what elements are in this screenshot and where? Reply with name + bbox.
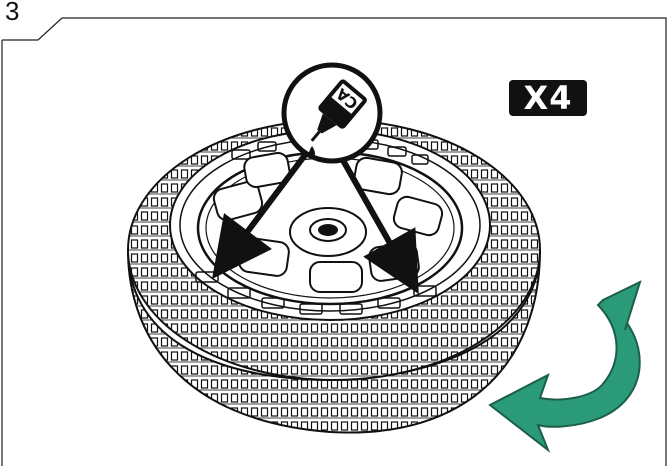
quantity-badge: X4: [509, 80, 587, 116]
glue-callout: CA: [284, 65, 380, 161]
step-number: 3: [5, 0, 19, 27]
wheel-rim-icon: [198, 151, 462, 304]
